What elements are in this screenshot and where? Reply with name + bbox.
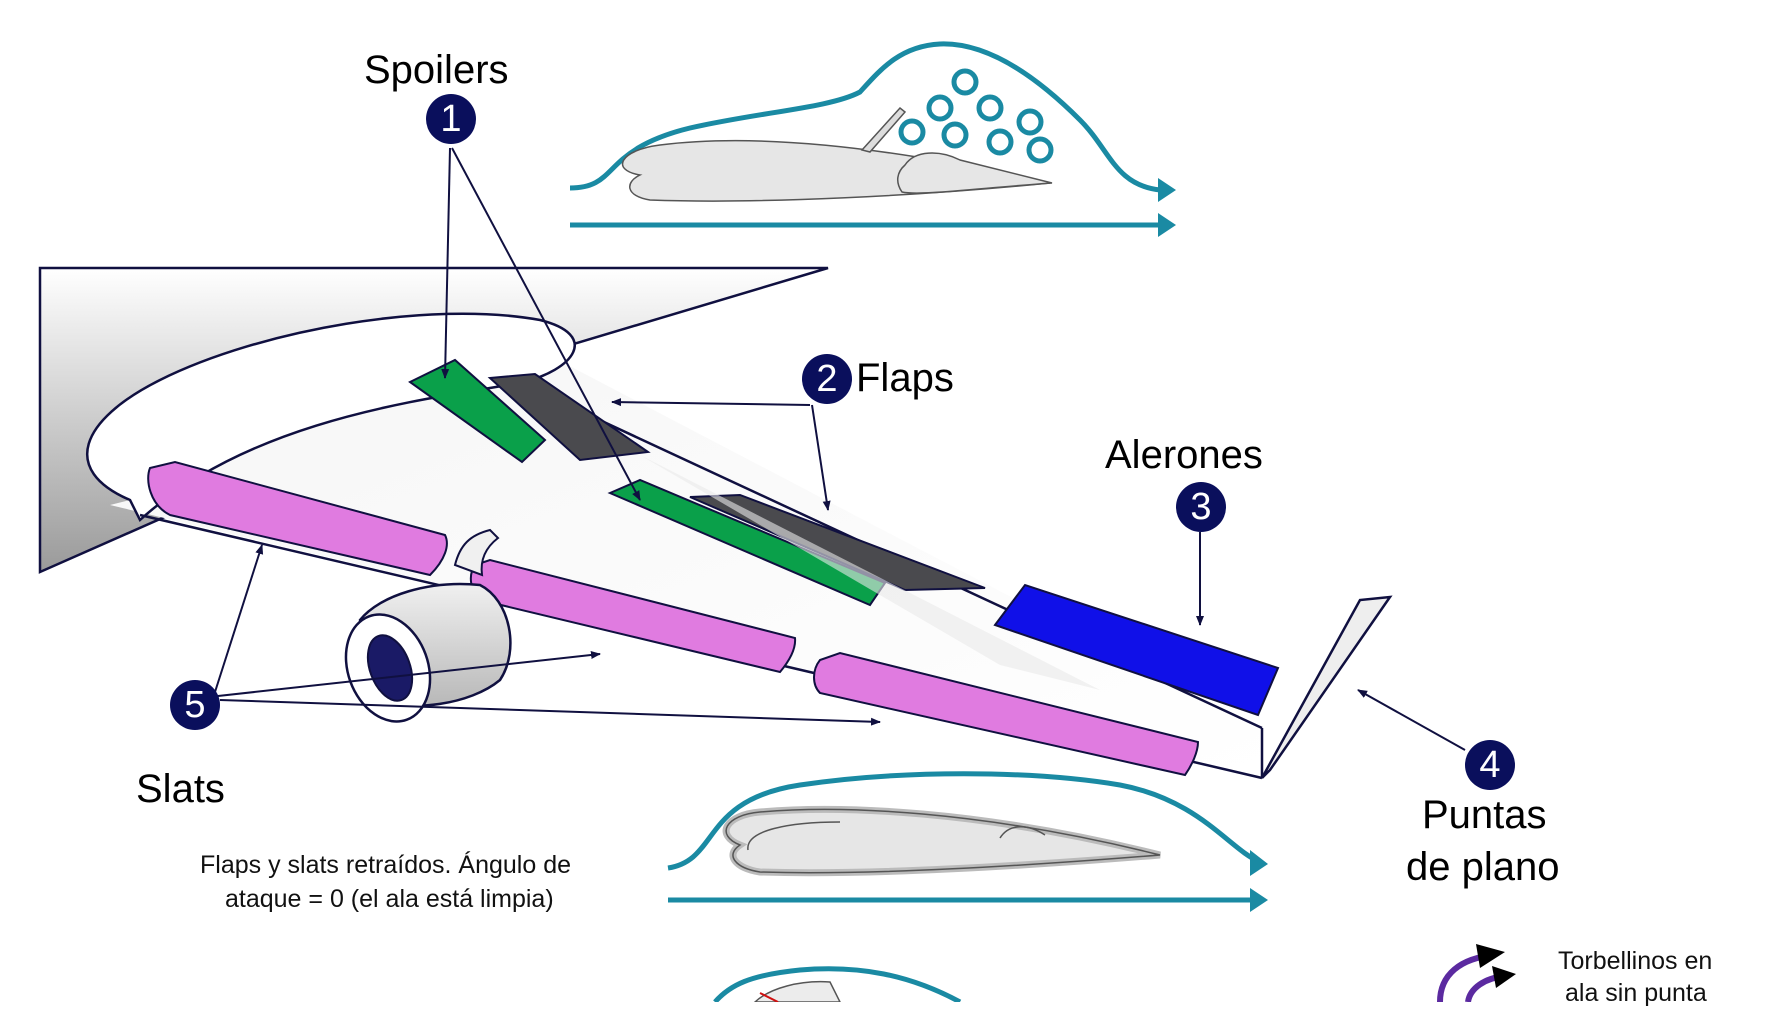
aileron <box>993 583 1280 717</box>
caption-vortex-line1: Torbellinos en <box>1558 947 1713 975</box>
winglet <box>1260 595 1393 779</box>
label-slats: Slats <box>136 767 225 811</box>
turbulence-vortices <box>898 68 1054 164</box>
flap-slot-clean <box>999 826 1046 839</box>
puntas-pointer <box>1357 689 1466 751</box>
badge-1: 1 <box>426 94 476 144</box>
caption-vortex-line2: ala sin punta <box>1565 979 1707 1007</box>
spoilers-pointer-a <box>441 147 451 379</box>
badge-2: 2 <box>802 354 852 404</box>
slat-inboard <box>147 460 448 577</box>
airflow-lower-arrowhead <box>1158 213 1176 237</box>
caption-clean-line2: ataque = 0 (el ala está limpia) <box>225 885 554 913</box>
airflow-upper-arrowhead <box>1158 178 1176 202</box>
flap-inboard <box>487 372 651 462</box>
spoilers-pointer-b <box>451 147 641 501</box>
airflow-partial-streamline <box>713 966 962 1002</box>
airfoil-partial-bottom <box>713 966 962 1002</box>
airflow-upper-streamline-clean <box>667 771 1262 871</box>
badge-4: 4 <box>1465 740 1515 790</box>
spoiler-inboard <box>408 358 547 464</box>
pointer-lines <box>214 147 1466 751</box>
badge-3: 3 <box>1176 482 1226 532</box>
airflow-upper-arrowhead-clean <box>1250 850 1268 876</box>
label-spoilers: Spoilers <box>364 48 509 92</box>
airfoil-inner-line <box>747 821 841 851</box>
airfoil-outline-clean <box>725 808 1161 874</box>
airfoil-partial-section <box>753 980 841 1002</box>
wing-surface <box>110 340 1265 780</box>
airfoil-clean <box>667 771 1268 912</box>
slats-pointer-a <box>214 544 264 693</box>
wing-shadow <box>640 455 1100 690</box>
engine-pylon <box>453 528 500 577</box>
slat-outboard <box>813 651 1200 777</box>
label-puntas-line1: Puntas <box>1422 793 1547 837</box>
engine-nacelle <box>344 528 512 723</box>
vortex-arrow-outer <box>1476 944 1505 968</box>
slat-mid <box>469 558 797 674</box>
caption-clean-line1: Flaps y slats retraídos. Ángulo de <box>200 851 572 879</box>
engine-fan <box>366 634 414 702</box>
slats-pointer-c <box>219 699 881 726</box>
label-puntas-line2: de plano <box>1406 845 1560 889</box>
vortex-arrow-inner <box>1492 966 1516 988</box>
flaps-pointer-b <box>811 404 831 511</box>
airflow-lower-arrowhead-clean <box>1250 888 1268 912</box>
partial-red-mark <box>759 992 779 1002</box>
badge-5: 5 <box>170 680 220 730</box>
deployed-spoiler <box>860 106 907 153</box>
flaps-pointer-a <box>611 398 811 407</box>
airflow-upper-streamline <box>569 41 1161 193</box>
airfoil-spoilers-deployed <box>569 41 1176 237</box>
airfoil-section-clean <box>722 805 1161 877</box>
airfoil-flap-slot <box>897 152 1053 194</box>
wingtip-vortex-icon <box>1437 944 1516 1002</box>
label-alerones: Alerones <box>1105 433 1263 477</box>
wing-planform <box>38 266 1393 780</box>
slats-pointer-b <box>217 651 601 697</box>
label-flaps: Flaps <box>856 356 954 400</box>
